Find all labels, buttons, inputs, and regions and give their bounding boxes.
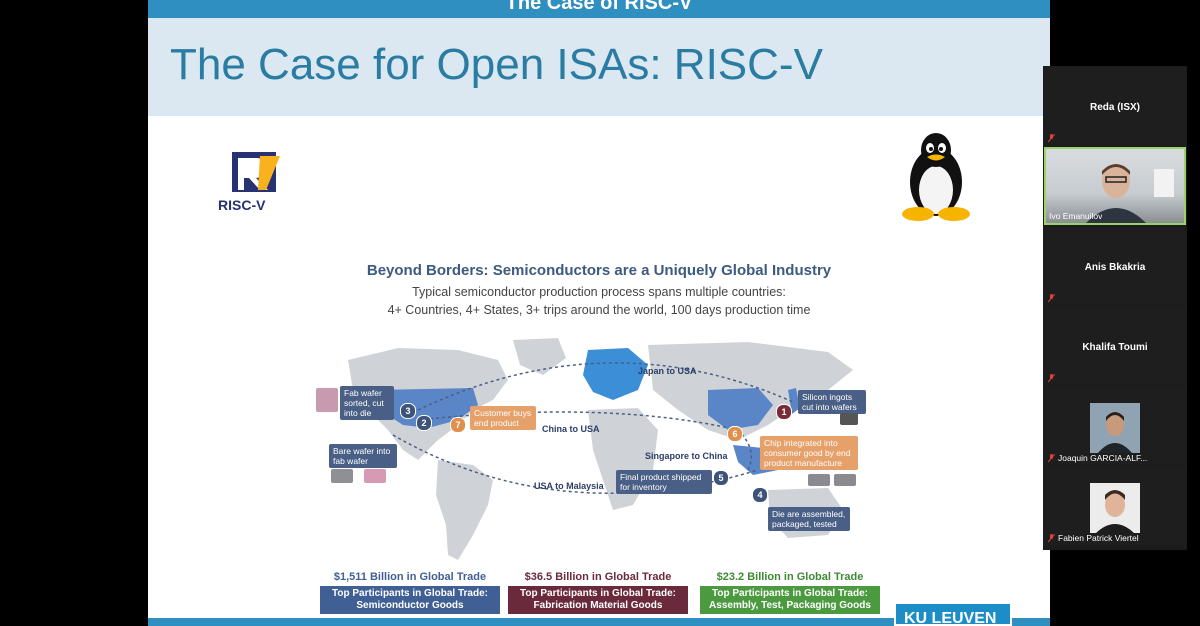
step-3-callout: Fab wafer sorted, cut into die — [340, 386, 394, 420]
step-4-marker: 4 — [752, 487, 768, 503]
participant-tile[interactable]: Fabien Patrick Viertel — [1044, 467, 1186, 545]
map-south-america — [436, 460, 493, 560]
trade-box-category: Assembly, Test, Packaging Goods — [709, 600, 871, 611]
ku-leuven-logo: KU LEUVEN — [894, 602, 1012, 626]
step-5-marker: 5 — [713, 470, 729, 486]
riscv-logo: RISC-V — [216, 150, 300, 214]
infographic-subtitle: Typical semiconductor production process… — [412, 285, 786, 299]
participant-video — [1090, 403, 1140, 453]
route-label-china-usa: China to USA — [542, 424, 600, 434]
chip-thumbnail-2 — [834, 474, 856, 486]
route-label-usa-malaysia: USA to Malaysia — [534, 481, 604, 491]
participants-panel[interactable]: Reda (ISX) Ivo Emanuilov Anis Bkakria Kh… — [1043, 66, 1187, 550]
trade-box-category: Fabrication Material Goods — [533, 600, 663, 611]
route-usa-malaysia — [392, 434, 759, 494]
fab-wafer-thumbnail — [316, 388, 338, 412]
step-5-callout: Final product shipped for inventory — [616, 470, 712, 494]
slide-top-bar: The Case of RISC-V — [148, 0, 1050, 18]
trade-box-category: Semiconductor Goods — [356, 600, 464, 611]
route-japan-usa — [417, 362, 794, 411]
slide-section-title: The Case of RISC-V — [505, 0, 693, 14]
trade-amount-fabrication: $36.5 Billion in Global Trade — [524, 571, 672, 583]
map-china-highlight — [708, 388, 773, 430]
trade-amount-assembly: $23.2 Billion in Global Trade — [716, 571, 864, 583]
map-europe — [583, 348, 648, 400]
route-label-japan-usa: Japan to USA — [638, 366, 697, 376]
participant-video — [1090, 483, 1140, 533]
participant-video — [1046, 149, 1184, 223]
trade-box-fabrication: Top Participants in Global Trade: Fabric… — [508, 586, 688, 614]
step-3-marker: 3 — [400, 403, 416, 419]
trade-box-label: Top Participants in Global Trade: — [520, 588, 676, 599]
participant-name: Ivo Emanuilov — [1049, 211, 1103, 221]
participant-tile[interactable]: Anis Bkakria — [1044, 227, 1186, 305]
step-7-callout: Customer buys end product — [470, 406, 536, 430]
participant-tile-active-speaker[interactable]: Ivo Emanuilov — [1044, 147, 1186, 225]
participant-tile[interactable]: Joaquin GARCIA-ALF... — [1044, 387, 1186, 465]
participant-name: Fabien Patrick Viertel — [1058, 533, 1139, 543]
riscv-logo-text: RISC-V — [218, 197, 266, 213]
infographic-subtitle-detail: 4+ Countries, 4+ States, 3+ trips around… — [387, 303, 811, 317]
muted-mic-icon — [1048, 134, 1055, 142]
fab-wafer-thumbnail-2 — [364, 469, 386, 483]
route-china-usa — [417, 411, 739, 431]
silicon-ingot-thumbnail — [840, 413, 858, 425]
step-2-callout: Bare wafer into fab wafer — [329, 444, 397, 468]
trade-box-assembly: Top Participants in Global Trade: Assemb… — [700, 586, 880, 614]
step-6-marker: 6 — [727, 426, 743, 442]
step-7-marker: 7 — [450, 417, 466, 433]
step-1-marker: 1 — [776, 404, 792, 420]
slide-header: The Case for Open ISAs: RISC-V — [148, 18, 1050, 116]
trade-box-label: Top Participants in Global Trade: — [712, 588, 868, 599]
trade-box-semiconductor: Top Participants in Global Trade: Semico… — [320, 586, 500, 614]
participant-name: Reda (ISX) — [1089, 102, 1140, 113]
slide-title: The Case for Open ISAs: RISC-V — [170, 40, 823, 89]
participant-name: Khalifa Toumi — [1082, 342, 1148, 353]
tux-penguin-icon — [896, 130, 976, 224]
slide-bottom-bar — [148, 618, 1050, 626]
route-singapore-china — [737, 429, 753, 471]
shared-slide: The Case of RISC-V The Case for Open ISA… — [148, 0, 1050, 626]
participant-name: Joaquin GARCIA-ALF... — [1058, 453, 1148, 463]
trade-box-label: Top Participants in Global Trade: — [332, 588, 488, 599]
route-label-singapore-china: Singapore to China — [645, 451, 728, 461]
muted-mic-icon — [1048, 454, 1055, 462]
step-4-callout: Die are assembled, packaged, tested — [768, 507, 850, 531]
participant-name: Anis Bkakria — [1084, 262, 1146, 273]
muted-mic-icon — [1048, 294, 1055, 302]
infographic-title: Beyond Borders: Semiconductors are a Uni… — [366, 262, 832, 279]
participant-tile[interactable]: Reda (ISX) — [1044, 67, 1186, 145]
step-2-marker: 2 — [416, 415, 432, 431]
bare-wafer-thumbnail — [331, 469, 353, 483]
muted-mic-icon — [1048, 374, 1055, 382]
chip-thumbnail — [808, 474, 830, 486]
participant-tile[interactable]: Khalifa Toumi — [1044, 307, 1186, 385]
trade-amount-semiconductor: $1,511 Billion in Global Trade — [333, 571, 487, 583]
step-6-callout: Chip integrated into consumer good by en… — [760, 436, 858, 470]
muted-mic-icon — [1048, 534, 1055, 542]
step-1-callout: Silicon ingots cut into wafers — [798, 390, 866, 414]
map-greenland — [513, 338, 566, 375]
